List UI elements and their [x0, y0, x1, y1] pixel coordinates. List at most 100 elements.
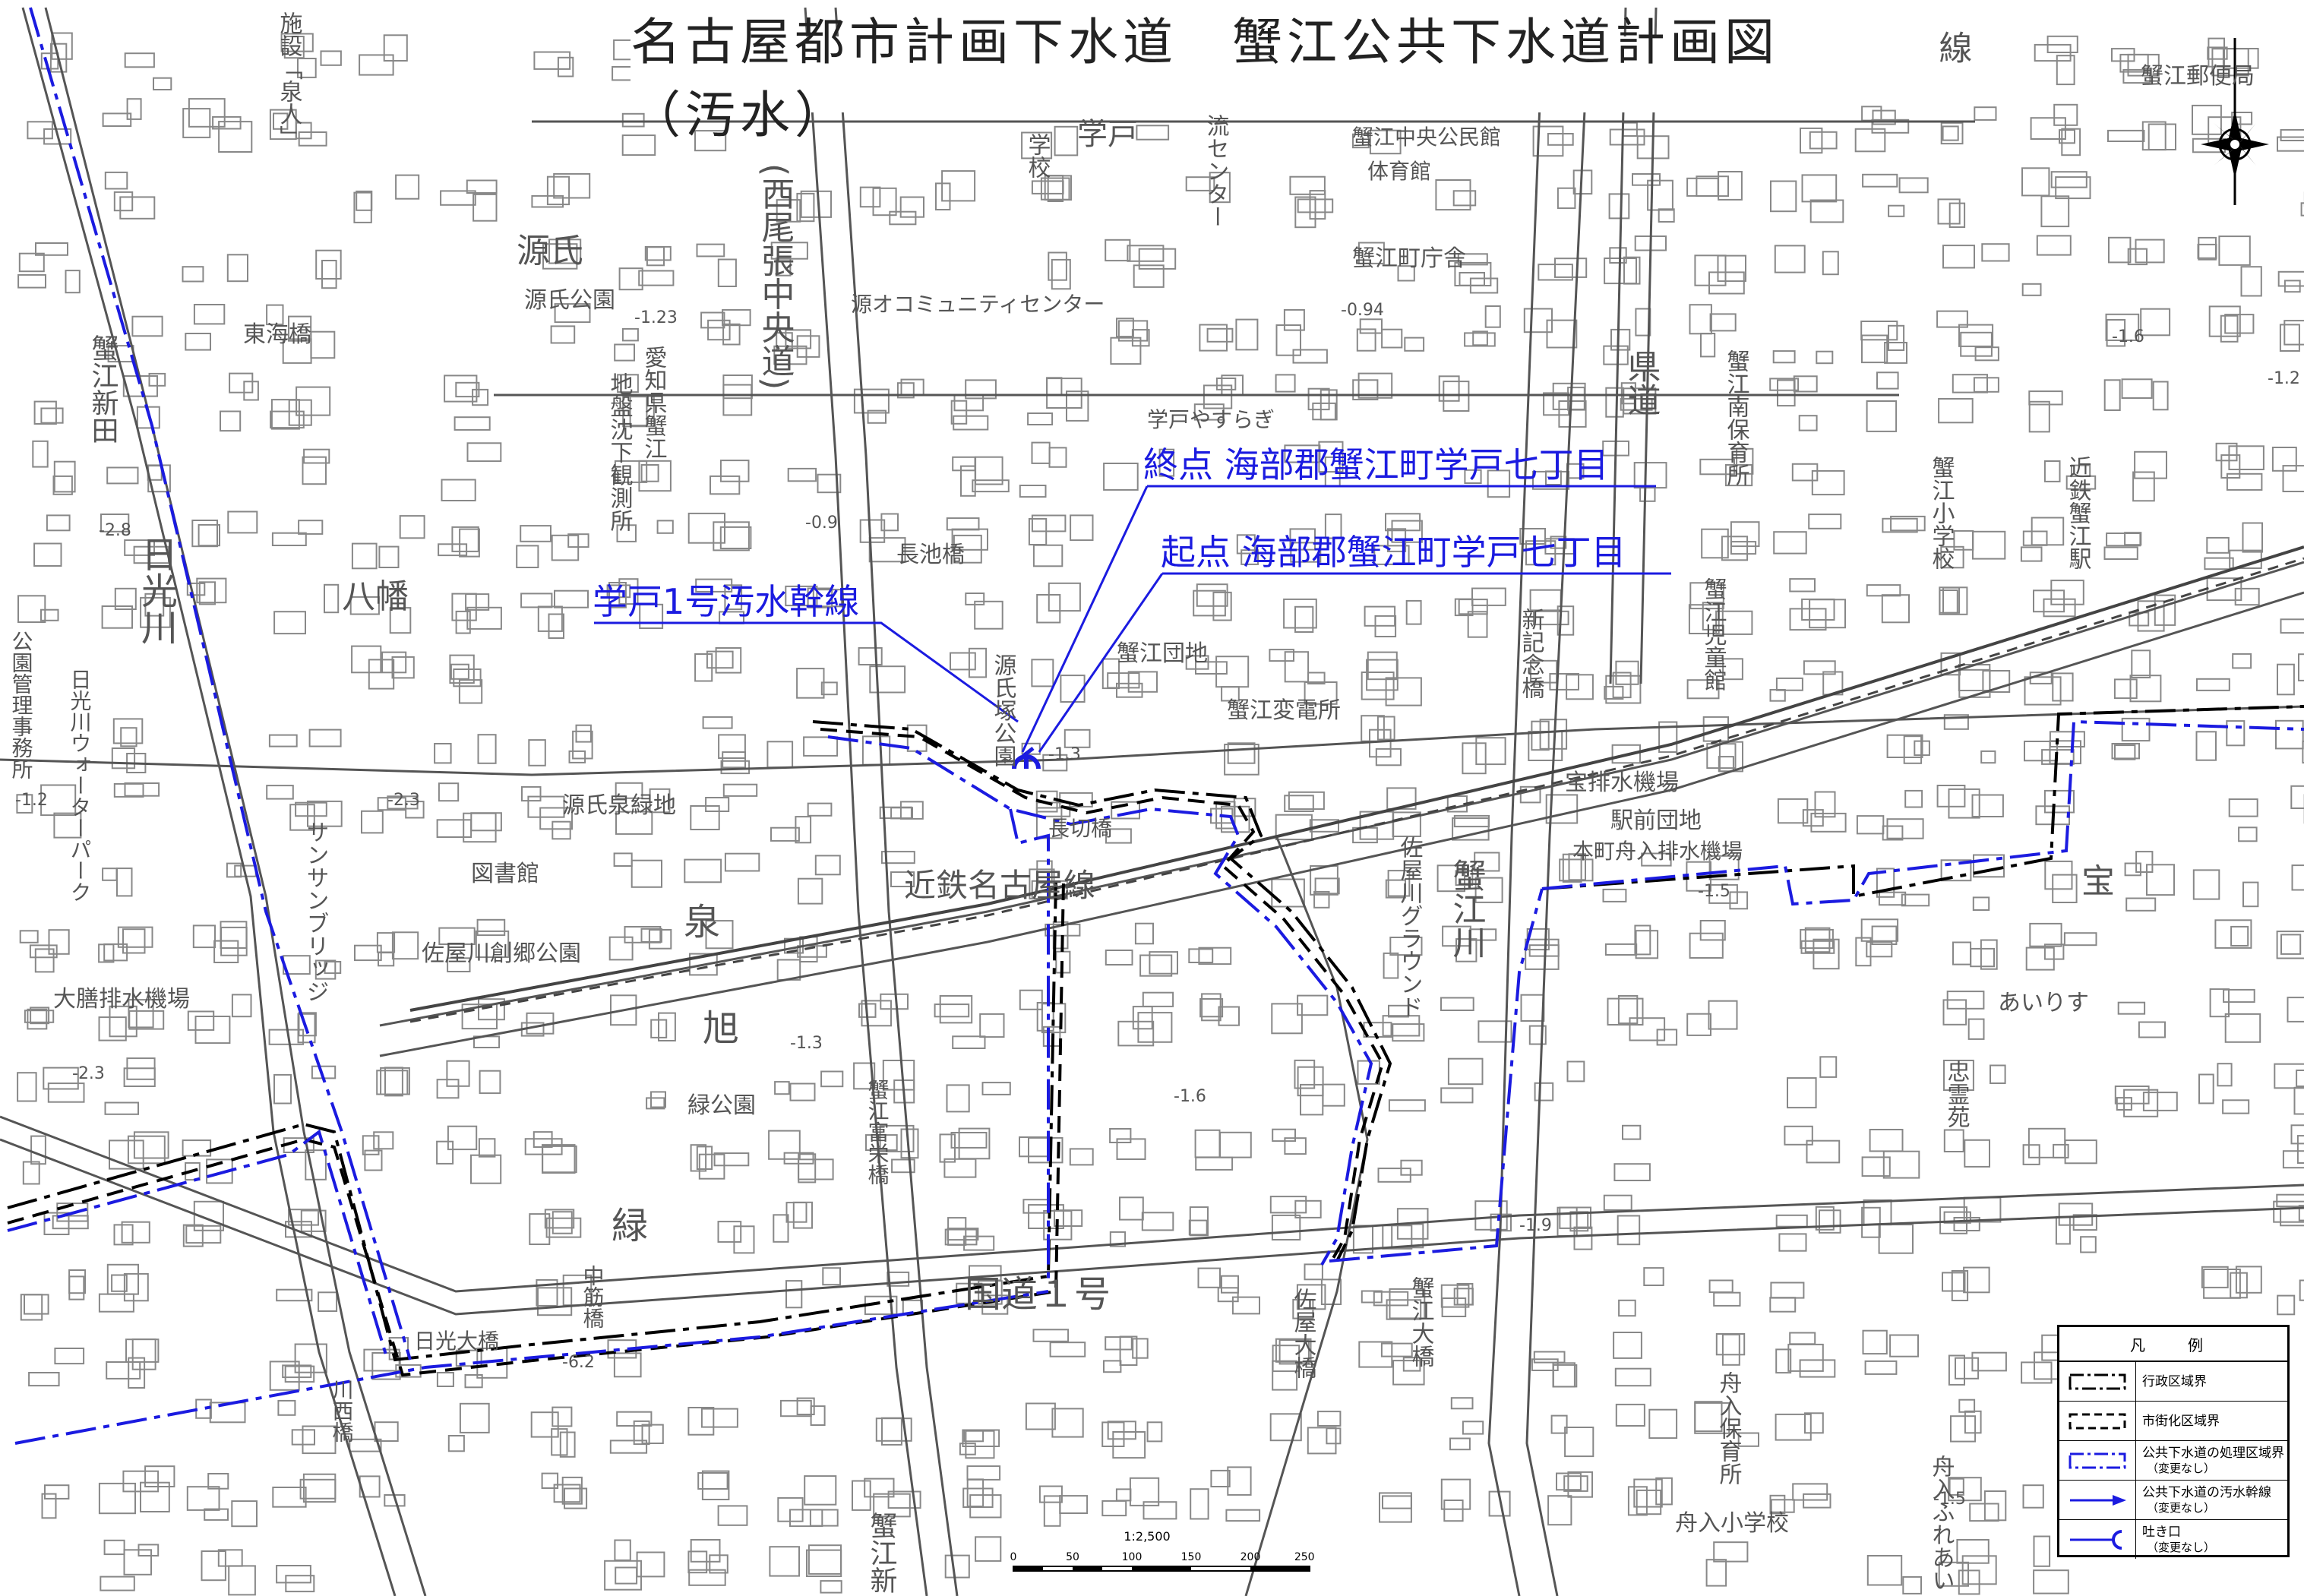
building: [1940, 545, 1964, 569]
building: [1373, 1291, 1409, 1307]
building: [1789, 608, 1827, 631]
building: [2020, 546, 2043, 562]
building: [1021, 742, 1041, 755]
building: [2028, 400, 2050, 433]
building: [975, 456, 1003, 485]
building: [724, 584, 743, 611]
building: [719, 460, 750, 482]
building: [944, 1554, 970, 1579]
scale-tick-label: 50: [1066, 1551, 1079, 1563]
building: [2132, 471, 2155, 502]
building: [47, 1082, 85, 1103]
building: [1300, 1083, 1324, 1116]
building: [974, 600, 1003, 630]
building: [1193, 403, 1225, 421]
building: [1569, 1211, 1589, 1232]
building: [1547, 1495, 1572, 1526]
building: [1882, 825, 1904, 841]
building: [717, 1505, 748, 1526]
building: [1787, 1077, 1817, 1109]
building: [1116, 1138, 1146, 1161]
building: [1770, 1499, 1795, 1513]
building: [1819, 1056, 1838, 1078]
building: [807, 802, 833, 817]
building: [550, 325, 576, 344]
building: [1855, 937, 1872, 967]
building: [1133, 264, 1165, 288]
building: [1272, 1128, 1296, 1142]
building: [875, 1417, 912, 1442]
building: [1101, 1421, 1125, 1448]
building: [1452, 817, 1490, 841]
building: [2036, 235, 2072, 256]
elevation-label: -1.3: [790, 1034, 823, 1053]
building: [2235, 1266, 2262, 1294]
building: [1904, 789, 1923, 808]
building: [1903, 735, 1923, 764]
building: [609, 1440, 648, 1454]
building: [978, 1280, 1003, 1305]
building: [696, 243, 725, 258]
building: [438, 782, 460, 802]
building: [618, 578, 639, 605]
building: [1038, 1485, 1063, 1503]
building: [1566, 674, 1594, 700]
building: [968, 647, 988, 678]
elevation-label: -1.6: [1174, 1087, 1206, 1106]
building: [2127, 248, 2148, 266]
building: [29, 944, 58, 959]
building: [1389, 1288, 1426, 1319]
elevation-label: -2.3: [387, 791, 420, 810]
building: [1127, 671, 1158, 693]
building: [1611, 744, 1642, 764]
building: [1382, 1225, 1413, 1250]
map-vertical-label: サンサンブリッジ: [302, 820, 329, 1003]
building: [2103, 379, 2121, 411]
building: [2131, 649, 2151, 678]
building: [1324, 514, 1342, 539]
building: [362, 1135, 380, 1155]
building: [2063, 932, 2097, 947]
trunk-line-symbol: [2059, 1481, 2136, 1519]
building: [981, 1082, 1011, 1095]
building: [30, 1135, 46, 1165]
building: [872, 187, 897, 216]
building: [1861, 1206, 1881, 1238]
building: [2232, 653, 2252, 669]
building: [1310, 865, 1338, 896]
building: [269, 109, 297, 141]
building: [880, 993, 909, 1010]
map-vertical-label: 日光川: [134, 536, 177, 645]
building: [220, 921, 248, 950]
building: [2226, 720, 2246, 747]
map-label: 本町舟入排水機場: [1572, 839, 1743, 864]
building: [98, 1016, 127, 1041]
building: [1943, 714, 1969, 730]
building: [1215, 656, 1250, 688]
building: [785, 1280, 803, 1309]
building: [950, 652, 976, 671]
building: [1142, 991, 1174, 1007]
building: [2058, 1203, 2094, 1226]
building: [1658, 721, 1678, 753]
building: [1777, 798, 1809, 824]
building: [283, 36, 305, 59]
building: [946, 1084, 970, 1113]
building: [858, 646, 883, 666]
building: [113, 191, 134, 212]
building: [1618, 1299, 1636, 1317]
building: [33, 400, 57, 425]
building: [797, 877, 823, 905]
legend-label-outfall: 吐き口: [2142, 1524, 2181, 1540]
building: [1800, 940, 1835, 954]
building: [201, 1550, 226, 1582]
building: [2117, 1001, 2146, 1015]
building: [1603, 1194, 1632, 1211]
building: [1525, 938, 1560, 970]
building: [1974, 106, 1997, 121]
building: [1309, 190, 1326, 220]
building: [68, 1275, 85, 1301]
building: [568, 750, 586, 763]
building: [941, 170, 976, 202]
building: [104, 171, 128, 190]
